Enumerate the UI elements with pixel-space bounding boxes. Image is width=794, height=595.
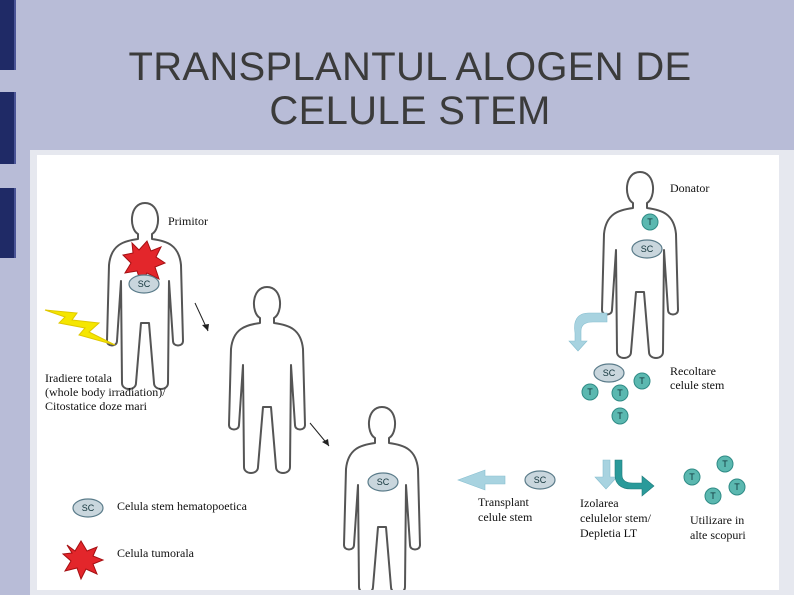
arrow-recipient-to-irradiated [194, 302, 209, 332]
legend-stem-label: Celula stem hematopoetica [117, 499, 248, 513]
harvest-t-cell-1 [633, 372, 651, 390]
curved-arrow-donor-icon [568, 312, 608, 352]
sidebar-bar-1 [0, 0, 16, 70]
donor-stem-cell [631, 239, 663, 259]
sidebar-bar-3 [0, 188, 16, 258]
harvest-t-cell-3 [611, 384, 629, 402]
left-arrow-icon [457, 469, 506, 491]
other-t-cell-3 [728, 478, 746, 496]
other-t-cell-1-label: T [722, 459, 728, 469]
other-t-cell-2-label: T [689, 472, 695, 482]
isolated-stem-cell [524, 470, 556, 490]
tumor-cell-icon [121, 240, 167, 285]
donor-label: Donator [670, 181, 709, 195]
harvest-t-cell-2 [581, 383, 599, 401]
legend-tumor-label: Celula tumorala [117, 546, 195, 560]
other-t-cell-4-label: T [710, 491, 716, 501]
isolation-label-2: celulelor stem/ [580, 511, 652, 525]
harvest-t-cell-4-label: T [617, 411, 623, 421]
transplant-label-1: Transplant [478, 495, 530, 509]
transplanted-stem-cell-label: SC [377, 477, 390, 487]
legend-stem-cell-icon-label: SC [82, 503, 95, 513]
irradiated-figure [228, 286, 306, 474]
other-t-cell-3-label: T [734, 482, 740, 492]
split-arrow-teal-icon [614, 459, 655, 497]
irradiation-label-1: Iradiere totala [45, 371, 113, 385]
recipient-figure [106, 202, 184, 390]
lightning-icon [44, 309, 116, 346]
other-t-cell-1 [716, 455, 734, 473]
isolated-stem-cell-label: SC [534, 475, 547, 485]
transplant-diagram: Primitor SC Iradiere totala (whole body … [37, 155, 779, 594]
arrow-irradiated-to-transplanted [309, 422, 330, 447]
other-t-cell-2 [683, 468, 701, 486]
recipient-label: Primitor [168, 214, 208, 228]
other-use-label-2: alte scopuri [690, 528, 746, 542]
donor-t-cell [641, 213, 659, 231]
legend-tumor-icon [61, 540, 105, 581]
irradiation-label-3: Citostatice doze mari [45, 399, 148, 413]
harvest-label-2: celule stem [670, 378, 725, 392]
donor-t-cell-label: T [647, 217, 653, 227]
harvest-t-cell-4 [611, 407, 629, 425]
legend-stem-cell-icon [72, 498, 104, 518]
recipient-stem-cell-label: SC [138, 279, 151, 289]
split-arrow-light-icon [594, 459, 618, 490]
harvest-stem-cell [593, 363, 625, 383]
other-t-cell-4 [704, 487, 722, 505]
recipient-stem-cell [128, 274, 160, 294]
transplanted-figure [343, 406, 421, 594]
transplanted-stem-cell [367, 472, 399, 492]
donor-stem-cell-label: SC [641, 244, 654, 254]
isolation-label-3: Depletia LT [580, 526, 638, 540]
isolation-label-1: Izolarea [580, 496, 619, 510]
transplant-label-2: celule stem [478, 510, 533, 524]
donor-figure [601, 171, 679, 359]
harvest-label-1: Recoltare [670, 364, 716, 378]
diagram-svg: Primitor SC Iradiere totala (whole body … [44, 171, 746, 594]
harvest-t-cell-1-label: T [639, 376, 645, 386]
harvest-t-cell-3-label: T [617, 388, 623, 398]
harvest-t-cell-2-label: T [587, 387, 593, 397]
sidebar-bar-2 [0, 92, 16, 164]
slide-title: TRANSPLANTUL ALOGEN DE CELULE STEM [20, 45, 794, 133]
harvest-stem-cell-label: SC [603, 368, 616, 378]
slide-title-line-2: CELULE STEM [269, 89, 551, 133]
slide-title-line-1: TRANSPLANTUL ALOGEN DE [128, 45, 692, 89]
irradiation-label-2: (whole body irradiation)/ [45, 385, 166, 399]
other-use-label-1: Utilizare in [690, 513, 744, 527]
